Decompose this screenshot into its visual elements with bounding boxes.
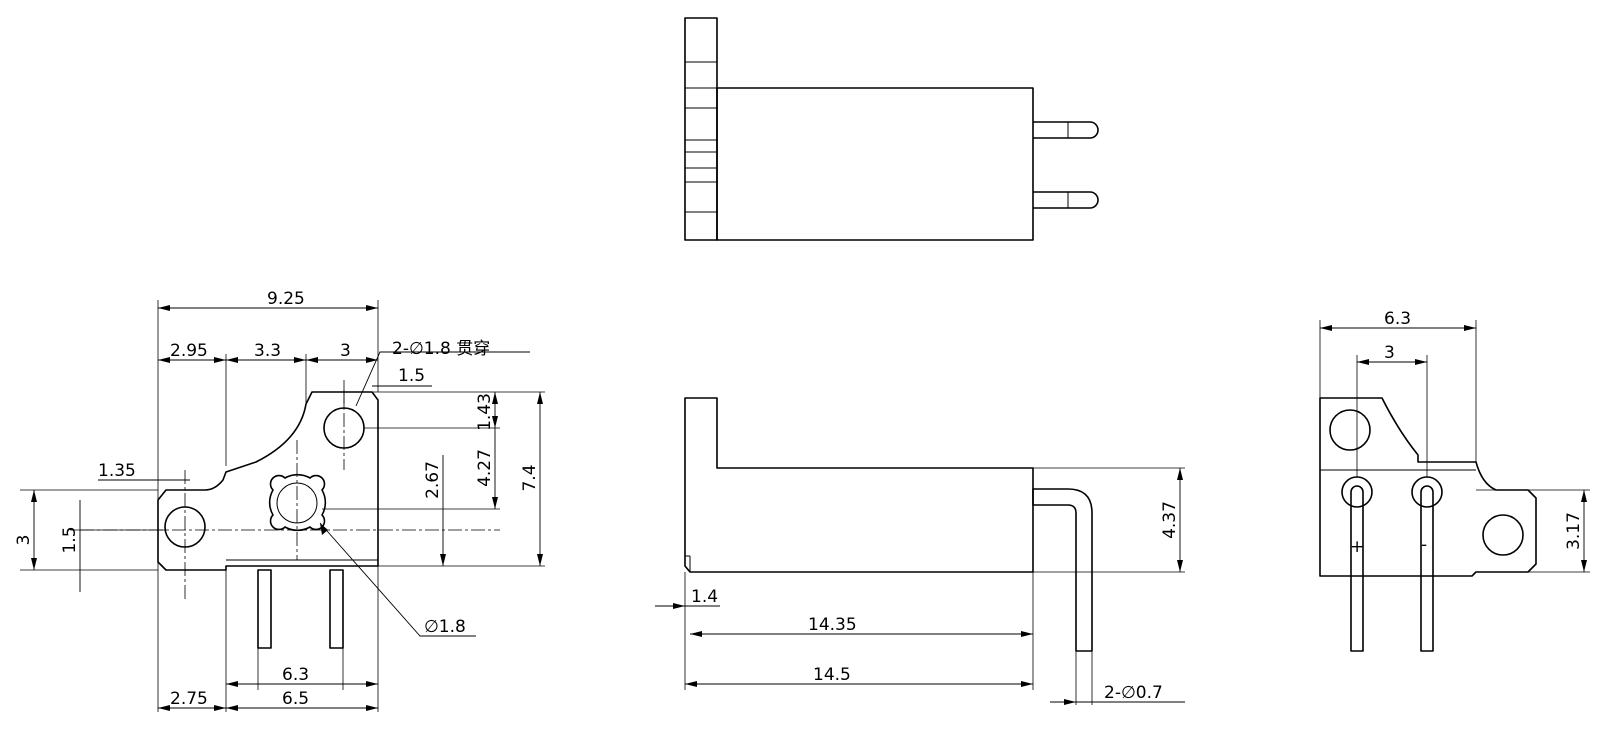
dim-hole-offset: 1.5 [398,366,425,386]
right-view-pin-right [1420,485,1434,652]
dim-base-offset: 2.75 [170,689,208,709]
dim-tab-half: 1.5 [60,526,80,553]
dim-pin-spacing: 6.3 [282,665,309,685]
dim-hole-callout: 2-∅1.8 贯穿 [392,339,490,359]
top-view-flange [684,17,718,241]
dim-flange: 1.4 [691,587,718,607]
dim-side-height: 4.37 [1160,501,1180,539]
dim-pin-pitch: 3 [1384,343,1395,363]
front-view-pin-left [257,569,272,649]
dimension-lines [20,300,1590,712]
right-view-pin-left [1350,485,1364,652]
dim-right-tab-height: 3.17 [1564,512,1584,550]
dim-overall-width: 9.25 [267,289,305,309]
arrowheads [31,305,1587,711]
minus-sign: - [1421,535,1427,555]
front-view-outline [157,391,379,571]
top-view-body [716,87,1034,241]
dim-pin-callout: 2-∅0.7 [1104,683,1163,703]
right-view-outline [1319,397,1537,577]
dim-center-hole: ∅1.8 [424,617,466,637]
right-view-pin-hole-right [1411,476,1443,508]
side-view [684,397,1093,652]
right-view-tab-hole [1482,514,1524,556]
front-view-pin-right [329,569,344,649]
side-view-pin [1032,488,1093,652]
dim-overall-height: 7.4 [520,464,540,491]
dim-hole-height: 4.27 [475,449,495,487]
front-view [80,390,500,649]
right-view-pin-hole-left [1341,476,1373,508]
dim-tab-height: 3 [14,535,34,546]
right-view: + - [1319,397,1537,652]
top-view-pin-upper [1033,121,1099,139]
dim-seg-left: 2.95 [170,341,208,361]
dim-seg-right: 3 [340,341,351,361]
top-view-pin-lower [1033,191,1099,209]
dim-base-width: 6.5 [282,689,309,709]
dim-overall-length: 14.5 [813,665,851,685]
dim-body-length: 14.35 [808,615,857,635]
right-view-upper-hole [1329,409,1371,451]
dim-hole-top: 1.43 [475,393,495,431]
top-view [684,17,1099,241]
dim-right-width: 6.3 [1384,309,1411,329]
dim-center-height: 2.67 [423,461,443,499]
front-view-center-hole [268,473,327,532]
dim-tab-width: 1.35 [98,461,136,481]
dim-seg-mid: 3.3 [254,341,281,361]
plus-sign: + [1350,537,1364,557]
side-view-outline [684,397,1034,573]
dimension-labels: 9.25 2.95 3.3 3 2-∅1.8 贯穿 1.5 1.43 4.27 … [14,289,1584,709]
